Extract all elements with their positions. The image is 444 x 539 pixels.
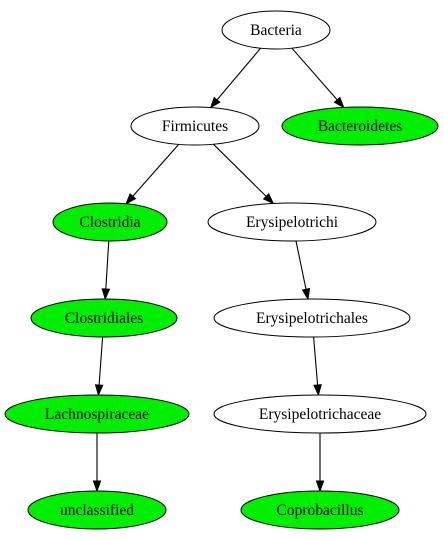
node-ellipse — [52, 202, 168, 242]
edge-line — [132, 144, 180, 197]
node-ellipse — [213, 394, 427, 434]
node-unclassified: unclassified — [27, 490, 167, 530]
edge-line — [98, 336, 104, 386]
edge-firmicutes-to-erysipelotrichi — [213, 143, 275, 205]
node-label: Erysipelotrichales — [256, 310, 368, 327]
arrowhead-icon — [92, 480, 102, 493]
arrowhead-icon — [94, 384, 104, 397]
arrowhead-icon — [313, 384, 322, 397]
node-bacteroidetes: Bacteroidetes — [281, 106, 439, 146]
edge-line — [291, 47, 338, 101]
edge-line — [213, 143, 267, 197]
node-label: Lachnospiraceae — [45, 406, 149, 423]
arrowhead-icon — [333, 96, 345, 109]
node-label: Bacteroidetes — [318, 118, 402, 135]
node-ellipse — [221, 10, 331, 50]
node-label: Erysipelotrichaceae — [259, 406, 381, 423]
edges-layer — [92, 47, 345, 493]
arrowhead-icon — [101, 288, 111, 301]
edge-line — [216, 47, 262, 101]
edge-line — [105, 240, 110, 290]
edge-lachnospiraceae-to-unclassified — [92, 433, 102, 493]
node-bacteria: Bacteria — [221, 10, 331, 50]
node-erysipelotrichi: Erysipelotrichi — [207, 202, 377, 242]
edge-bacteria-to-firmicutes — [209, 47, 262, 109]
edge-clostridiales-to-lachnospiraceae — [94, 336, 104, 397]
node-clostridia: Clostridia — [52, 202, 168, 242]
edge-line — [313, 336, 319, 386]
arrowhead-icon — [301, 287, 311, 301]
edge-bacteria-to-bacteroidetes — [291, 47, 345, 109]
node-label: Bacteria — [250, 22, 302, 39]
arrowhead-icon — [209, 96, 221, 109]
edge-firmicutes-to-clostridia — [125, 144, 180, 205]
node-ellipse — [207, 202, 377, 242]
node-label: Clostridia — [79, 214, 140, 231]
node-label: Coprobacillus — [277, 502, 364, 519]
node-ellipse — [4, 394, 190, 434]
node-lachnospiraceae: Lachnospiraceae — [4, 394, 190, 434]
node-label: Firmicutes — [162, 118, 228, 135]
node-label: Erysipelotrichi — [246, 214, 339, 231]
edge-clostridia-to-clostridiales — [101, 240, 111, 301]
arrowhead-icon — [315, 480, 325, 493]
node-firmicutes: Firmicutes — [130, 106, 260, 146]
node-clostridiales: Clostridiales — [30, 298, 178, 338]
node-erysipelotrichales: Erysipelotrichales — [213, 298, 411, 338]
node-ellipse — [130, 106, 260, 146]
node-label: Clostridiales — [65, 310, 143, 327]
node-coprobacillus: Coprobacillus — [240, 490, 400, 530]
edge-erysipelotrichi-to-erysipelotrichales — [295, 240, 311, 301]
node-ellipse — [240, 490, 400, 530]
arrowhead-icon — [125, 193, 137, 205]
edge-erysipelotrichaceae-to-coprobacillus — [315, 433, 325, 493]
edge-erysipelotrichales-to-erysipelotrichaceae — [313, 336, 322, 397]
node-erysipelotrichaceae: Erysipelotrichaceae — [213, 394, 427, 434]
node-ellipse — [30, 298, 178, 338]
node-ellipse — [281, 106, 439, 146]
node-label: unclassified — [60, 502, 134, 519]
arrowhead-icon — [262, 193, 275, 205]
edge-line — [295, 240, 307, 290]
node-ellipse — [27, 490, 167, 530]
node-ellipse — [213, 298, 411, 338]
